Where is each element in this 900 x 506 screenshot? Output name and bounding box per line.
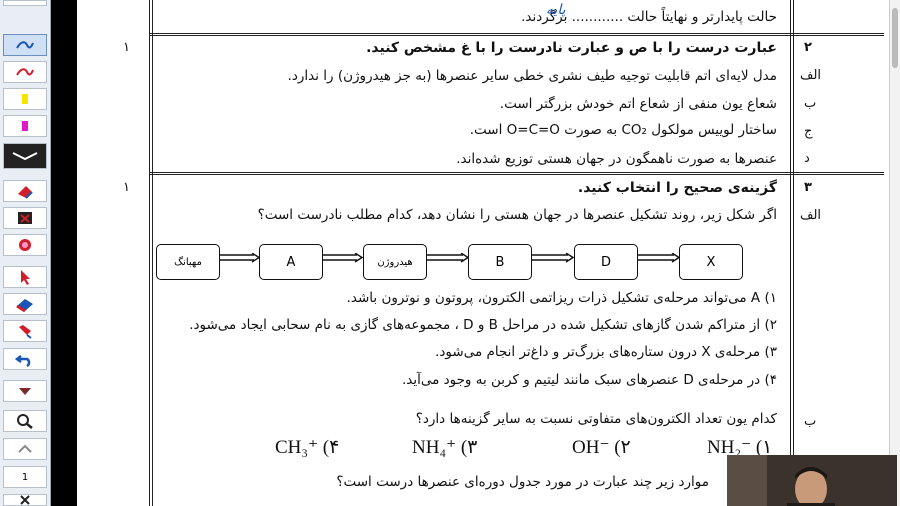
question-text: کدام یون تعداد الکترون‌های متفاوتی نسبت … (415, 411, 777, 427)
statement: شعاع یون منفی از شعاع اتم خودش بزرگتر اس… (499, 96, 777, 112)
table-border-right (793, 0, 794, 506)
statement: عنصرها به صورت ناهمگون در جهان هستی توزی… (456, 151, 777, 167)
highlighter-magenta-icon[interactable] (3, 115, 47, 137)
scrollbar[interactable] (889, 0, 900, 506)
ion-option: CH₃⁺ (۴ (275, 437, 340, 458)
statement: ساختار لوییس مولکول CO₂ به صورت O=C=O اس… (469, 122, 777, 138)
item-label: ب (804, 414, 817, 429)
ion-option: NH₂⁻ (۱ (707, 437, 773, 458)
table-border-left (149, 0, 150, 506)
highlighter-yellow-icon[interactable] (3, 88, 47, 110)
statement: مدل لایه‌ای اتم قابلیت توجیه طیف نشری خط… (287, 68, 777, 84)
cut-off-text: ..... (689, 498, 709, 506)
top-edge-icon[interactable] (3, 0, 47, 6)
row-divider (149, 174, 884, 175)
pointer-icon[interactable] (3, 266, 47, 288)
row-divider (149, 33, 884, 34)
item-label: ج (804, 124, 813, 139)
eraser-icon[interactable] (3, 180, 47, 202)
question-title: گزینه‌ی صحیح را انتخاب کنید. (577, 180, 777, 196)
question-score: ۱ (123, 40, 130, 55)
question-number: ۳ (804, 180, 812, 195)
flow-arrow (220, 253, 260, 263)
table-border-right-inner (790, 0, 791, 506)
flow-arrow (427, 253, 469, 263)
flow-box: B (468, 244, 532, 280)
row-divider (149, 35, 884, 36)
record-icon[interactable] (3, 234, 47, 256)
exam-page: حالت پایدارتر و نهایتاً حالت ...........… (77, 0, 889, 506)
flow-box: مهبانگ (156, 244, 220, 280)
flow-box: هیدروژن (363, 244, 427, 280)
ion-option: NH₄⁺ (۳ (412, 437, 478, 458)
answer-option: ۴) در مرحله‌ی D عنصرهای سبک مانند لیتیم … (401, 372, 777, 388)
zoom-icon[interactable] (3, 410, 47, 432)
flow-arrow (323, 253, 363, 263)
page-number[interactable]: 1 (3, 466, 47, 488)
pen-icon[interactable] (3, 34, 47, 56)
scrollbar-thumb[interactable] (892, 8, 898, 68)
margin-gap (51, 0, 77, 506)
question-title: عبارت درست را با ص و عبارت نادرست را با … (366, 40, 777, 56)
up-icon[interactable] (3, 438, 47, 460)
clear-icon[interactable] (3, 207, 47, 229)
question-text: موارد زیر چند عبارت در مورد جدول دوره‌ای… (336, 474, 709, 490)
presenter-video (727, 455, 897, 506)
answer-option: ۳) مرحله‌ی X درون ستاره‌های بزرگ‌تر و دا… (435, 344, 777, 360)
handwritten-note: پایه (546, 2, 566, 18)
item-label: د (804, 151, 810, 166)
flow-box: D (574, 244, 638, 280)
ion-option: OH⁻ (۲ (572, 437, 631, 458)
flow-arrow (532, 253, 574, 263)
eraser2-icon[interactable] (3, 293, 47, 315)
question-score: ۱ (123, 180, 130, 195)
chevron-icon[interactable] (3, 143, 47, 169)
answer-option: ۲) از متراکم شدن گازهای تشکیل شده در مرا… (189, 317, 777, 333)
item-label: الف (800, 68, 822, 83)
question-number: ۲ (804, 40, 812, 55)
undo-icon[interactable] (3, 348, 47, 370)
item-label: ب (804, 96, 817, 111)
close-icon[interactable] (3, 494, 47, 506)
table-border-left-inner (152, 0, 153, 506)
row-divider (149, 172, 884, 173)
flow-box: X (679, 244, 743, 280)
flow-box: A (259, 244, 323, 280)
item-label: الف (800, 208, 822, 223)
answer-option: ۱) A می‌تواند مرحله‌ی تشکیل ذرات ریزاتمی… (346, 290, 777, 306)
annotation-toolbar: 1 (0, 0, 51, 506)
flow-arrow (638, 253, 680, 263)
fill-icon[interactable] (3, 320, 47, 342)
webcam-overlay (727, 455, 897, 506)
top-line-text: حالت پایدارتر و نهایتاً حالت ...........… (521, 9, 777, 25)
question-text: اگر شکل زیر، روند تشکیل عنصرها در جهان ه… (257, 207, 777, 223)
pen-red-icon[interactable] (3, 61, 47, 83)
dropdown-icon[interactable] (3, 380, 47, 402)
